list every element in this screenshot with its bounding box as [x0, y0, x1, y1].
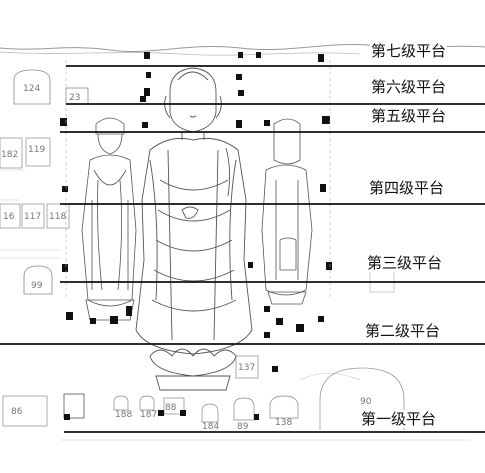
niche-188: 188	[113, 395, 132, 420]
niche-137: 137	[235, 355, 259, 379]
rock-texture	[0, 169, 470, 441]
niche-138: 138	[269, 395, 299, 428]
niche-124: 124	[13, 69, 51, 105]
niche-119: 119	[25, 137, 51, 167]
svg-text:187: 187	[140, 410, 157, 420]
svg-text:124: 124	[23, 84, 40, 94]
buddha-statue	[135, 67, 253, 391]
label-platform-5: 第五级平台	[370, 107, 448, 125]
label-platform-2: 第二级平台	[364, 322, 442, 340]
niche-118: 118	[46, 203, 70, 229]
svg-text:89: 89	[237, 422, 249, 432]
niche-16: 16	[0, 203, 21, 229]
niche-90: 90	[319, 367, 405, 430]
svg-text:138: 138	[275, 418, 292, 428]
niche-99: 99	[23, 265, 53, 295]
platform-lines	[0, 65, 485, 433]
label-platform-1: 第一级平台	[360, 410, 438, 428]
svg-text:182: 182	[1, 150, 18, 160]
right-attendant-statue	[261, 118, 313, 305]
svg-text:184: 184	[202, 422, 219, 432]
niche-88: 88	[163, 397, 185, 415]
label-platform-7: 第七级平台	[370, 42, 448, 60]
label-platform-6: 第六级平台	[370, 78, 448, 96]
label-platform-4: 第四级平台	[368, 179, 446, 197]
rock-blocks	[60, 52, 332, 420]
svg-text:23: 23	[69, 93, 80, 103]
label-platform-3: 第三级平台	[366, 254, 444, 272]
cliff-top-outline-2	[0, 51, 361, 56]
svg-text:117: 117	[24, 212, 41, 222]
cave-boundary	[65, 60, 331, 300]
svg-text:86: 86	[11, 407, 23, 417]
niche-86: 86	[2, 395, 48, 427]
svg-text:137: 137	[238, 363, 255, 373]
svg-text:119: 119	[28, 145, 45, 155]
svg-text:88: 88	[165, 403, 177, 413]
niche-89: 89	[233, 397, 255, 432]
svg-text:99: 99	[31, 281, 43, 291]
svg-text:118: 118	[49, 212, 66, 222]
svg-text:16: 16	[3, 212, 15, 222]
left-bodhisattva-statue	[81, 117, 137, 321]
niche-184: 184	[201, 403, 219, 432]
svg-text:90: 90	[360, 397, 372, 407]
niche-182: 182	[0, 137, 23, 169]
niche-187: 187	[139, 395, 157, 420]
niche-small-a	[63, 393, 85, 419]
niche-23: 23	[65, 87, 89, 105]
svg-text:188: 188	[115, 410, 132, 420]
niche-117: 117	[21, 203, 45, 229]
